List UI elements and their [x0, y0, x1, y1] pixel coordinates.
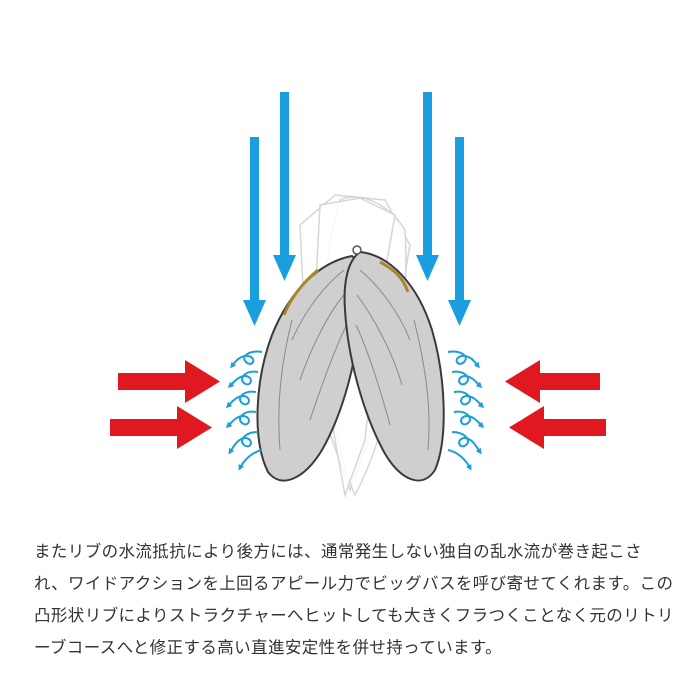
turbulence-right	[447, 350, 485, 471]
turbulence-swirl-icon	[451, 431, 482, 455]
left-arrow-icon	[509, 406, 606, 449]
down-arrow-icon	[243, 137, 266, 326]
diagram-canvas	[110, 92, 606, 498]
lure-left-body	[256, 254, 362, 482]
right-arrow-icon	[110, 406, 212, 449]
turbulence-swirl-icon	[453, 410, 485, 429]
turbulence-swirl-icon	[225, 390, 257, 409]
turbulence-swirl-icon	[225, 410, 257, 429]
turbulence-swirl-icon	[447, 449, 472, 471]
down-arrow-icon	[273, 92, 296, 281]
left-arrow-icon	[505, 360, 600, 403]
water-flow-arrows-top	[243, 92, 471, 326]
lure-right-body	[343, 245, 445, 482]
pressure-arrows-left	[110, 360, 220, 449]
turbulence-swirl-icon	[453, 390, 485, 409]
turbulence-left	[225, 350, 263, 471]
turbulence-swirl-icon	[227, 370, 259, 389]
turbulence-swirl-icon	[238, 449, 263, 471]
turbulence-swirl-icon	[230, 350, 263, 369]
turbulence-swirl-icon	[228, 431, 259, 455]
lure-water-flow-diagram	[110, 92, 606, 498]
right-arrow-icon	[118, 360, 220, 403]
pressure-arrows-right	[505, 360, 606, 449]
down-arrow-icon	[448, 137, 471, 326]
description-paragraph: またリブの水流抵抗により後方には、通常発生しない独自の乱水流が巻き起こされ、ワイ…	[34, 542, 674, 657]
turbulence-swirl-icon	[447, 350, 480, 369]
down-arrow-icon	[416, 92, 439, 281]
turbulence-swirl-icon	[451, 370, 483, 389]
